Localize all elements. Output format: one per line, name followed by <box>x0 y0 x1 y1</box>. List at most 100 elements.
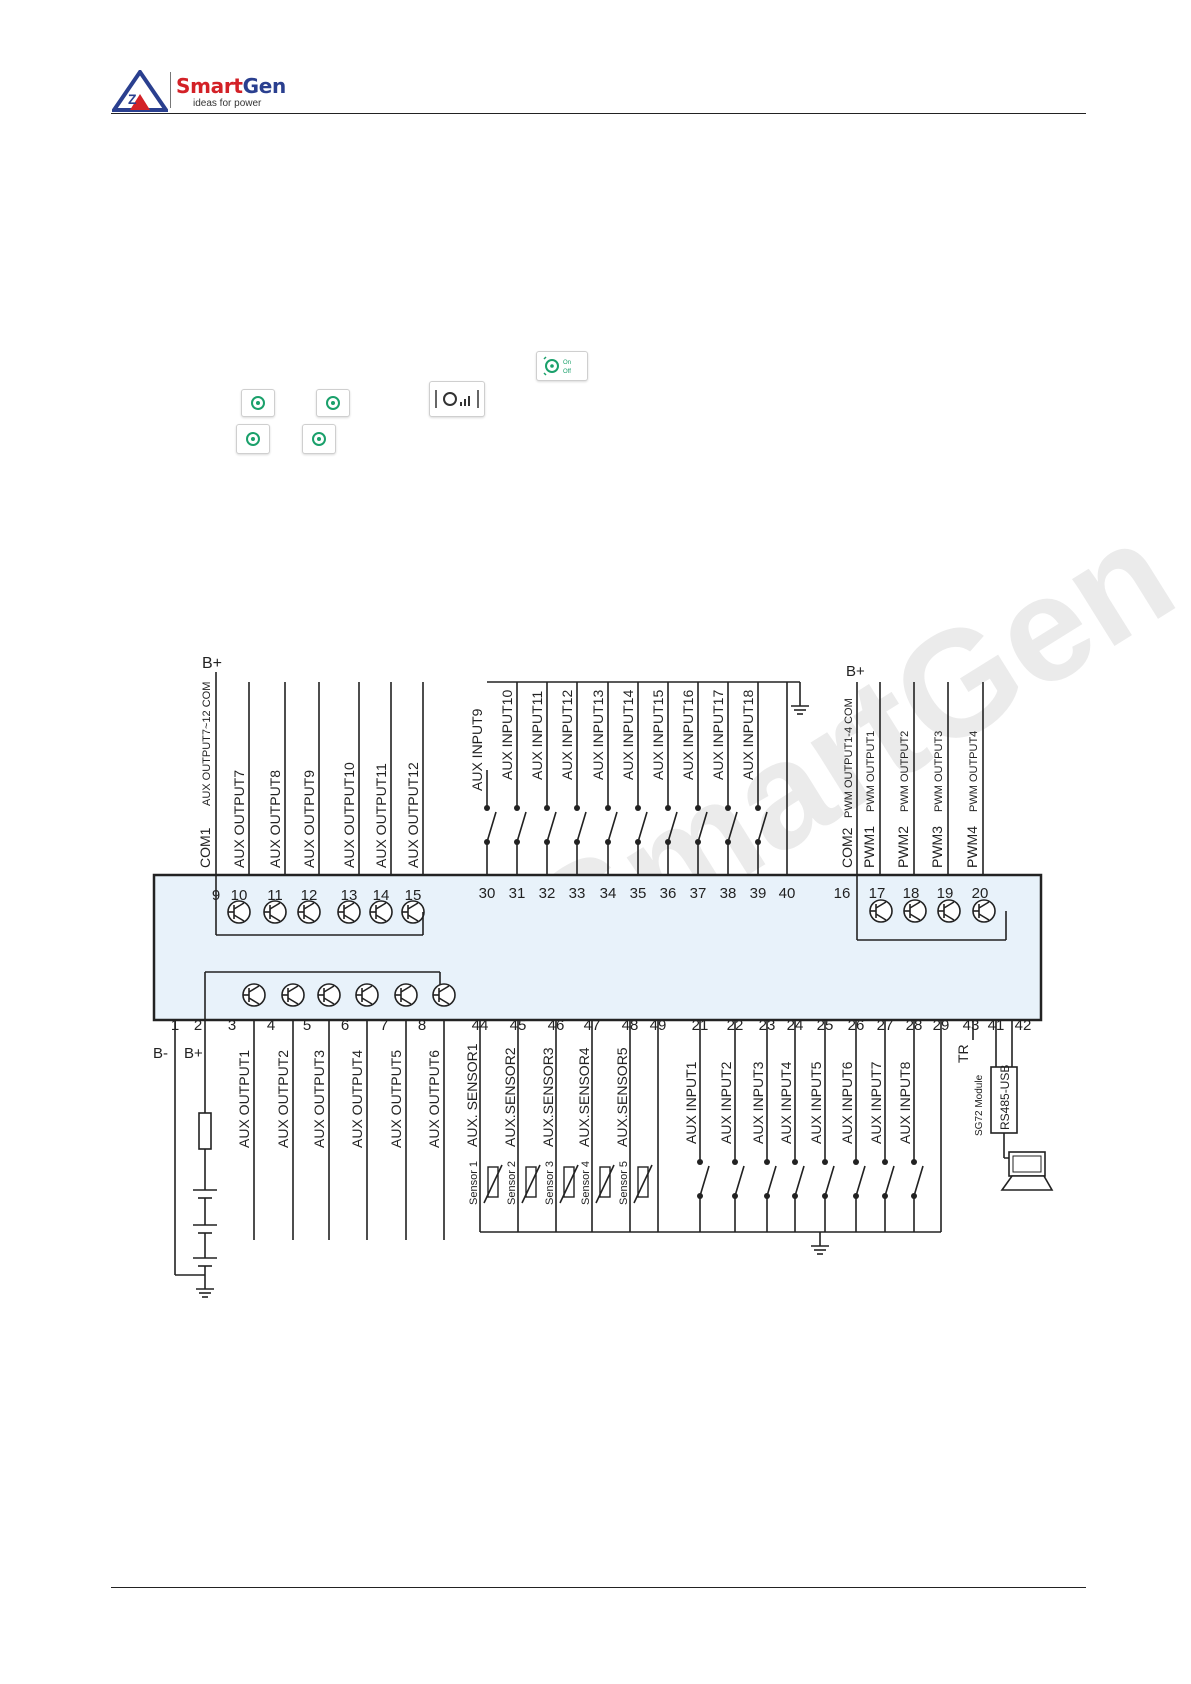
switch-contact <box>911 1159 917 1165</box>
switch-contact <box>755 805 761 811</box>
switch-contact <box>697 1159 703 1165</box>
switch-contact <box>665 805 671 811</box>
aux-sensor-label: AUX.SENSOR3 <box>540 1047 556 1147</box>
terminal-number: 14 <box>373 887 390 904</box>
svg-text:Z: Z <box>128 91 137 107</box>
transistor-collector <box>438 985 450 993</box>
transistor-emitter <box>233 914 245 922</box>
terminal-number: 15 <box>405 887 422 904</box>
transistor-emitter <box>269 914 281 922</box>
terminal-number: 35 <box>630 885 647 902</box>
switch-contact <box>514 805 520 811</box>
switch-contact <box>605 805 611 811</box>
input-switch <box>546 811 557 843</box>
aux-input-label: AUX INPUT12 <box>559 690 575 780</box>
fan-auto-manual-icon: On Off <box>536 351 588 381</box>
transistor-collector <box>400 985 412 993</box>
pwm-label: PWM4 <box>964 826 980 868</box>
transistor-emitter <box>343 914 355 922</box>
terminal-number: 9 <box>212 887 220 904</box>
input-switch <box>913 1165 924 1197</box>
brand-tagline: ideas for power <box>193 98 262 109</box>
brand-name: SmartGen <box>176 74 286 98</box>
aux-output-label: AUX OUTPUT7 <box>231 770 247 868</box>
terminal-number: 34 <box>600 885 617 902</box>
com2-label: COM2 <box>839 827 855 868</box>
transistor-collector <box>361 985 373 993</box>
fan-off-label: Off <box>563 369 571 375</box>
switch-contact <box>635 805 641 811</box>
transistor-emitter <box>943 913 955 921</box>
terminal-number: 3 <box>228 1017 236 1034</box>
laptop-keyboard <box>1000 1175 1054 1191</box>
logo-divider <box>170 72 171 108</box>
switch-contact <box>732 1159 738 1165</box>
terminal-number: 33 <box>569 885 586 902</box>
transistor-emitter <box>303 914 315 922</box>
sensor-tag: Sensor 2 <box>506 1161 518 1205</box>
input-switch <box>727 811 738 843</box>
fuse-symbol <box>198 1112 212 1150</box>
rs485-label: RS485-USB <box>998 1065 1012 1130</box>
input-switch <box>824 1165 835 1197</box>
aux-input-label: AUX INPUT10 <box>499 690 515 780</box>
sensor-resistor <box>563 1166 575 1198</box>
input-switch <box>884 1165 895 1197</box>
pwm-sub-label: PWM OUTPUT3 <box>933 731 945 812</box>
brand-smart: Smart <box>176 74 243 98</box>
switch-contact <box>725 805 731 811</box>
input-switch <box>667 811 678 843</box>
aux-input-label: AUX INPUT18 <box>740 690 756 780</box>
aux-input-label: AUX INPUT11 <box>529 691 545 780</box>
terminal-number: 7 <box>380 1017 388 1034</box>
transistor-collector <box>233 902 245 910</box>
sensor-tag: Sensor 5 <box>618 1161 630 1205</box>
aux-input-label: AUX INPUT7 <box>868 1061 884 1144</box>
header-rule <box>111 113 1086 114</box>
fan-icon-small <box>302 424 336 454</box>
aux-output-label: AUX OUTPUT5 <box>388 1050 404 1148</box>
aux-sensor-label: AUX.SENSOR2 <box>502 1047 518 1147</box>
aux-input-label: AUX INPUT8 <box>897 1061 913 1144</box>
sensor-tag: Sensor 1 <box>468 1161 480 1205</box>
fan-speed-icon <box>429 381 485 417</box>
transistor-emitter <box>978 913 990 921</box>
switch-contact <box>544 805 550 811</box>
aux-sensor-label: AUX.SENSOR5 <box>614 1047 630 1147</box>
terminal-number: 43 <box>963 1017 980 1034</box>
switch-contact <box>764 1159 770 1165</box>
transistor-collector <box>287 985 299 993</box>
fan-on-label: On <box>563 360 571 366</box>
aux-input-label: AUX INPUT3 <box>750 1061 766 1144</box>
com1-sub-label: AUX OUTPUT7~12 COM <box>201 682 213 806</box>
sensor-resistor <box>637 1166 649 1198</box>
aux-input-label: AUX INPUT9 <box>469 708 485 791</box>
transistor-collector <box>875 901 887 909</box>
pwm-sub-label: PWM OUTPUT4 <box>968 731 980 812</box>
terminal-number: 40 <box>779 885 796 902</box>
input-switch <box>516 811 527 843</box>
terminal-number: 12 <box>301 887 318 904</box>
input-switch <box>734 1165 745 1197</box>
switch-contact <box>822 1159 828 1165</box>
transistor-collector <box>248 985 260 993</box>
terminal-number: 8 <box>418 1017 426 1034</box>
aux-input-label: AUX INPUT6 <box>839 1061 855 1144</box>
footer-rule <box>111 1587 1086 1588</box>
transistor-collector <box>407 902 419 910</box>
transistor-collector <box>343 902 355 910</box>
transistor-collector <box>323 985 335 993</box>
transistor-emitter <box>875 913 887 921</box>
input-switch <box>699 1165 710 1197</box>
switch-contact <box>574 805 580 811</box>
terminal-number: 11 <box>267 887 283 904</box>
fan-icon-small <box>316 389 350 417</box>
sensor-arrow <box>559 1164 579 1204</box>
sensor-arrow <box>521 1164 541 1204</box>
aux-output-label: AUX OUTPUT1 <box>236 1050 252 1148</box>
transistor-collector <box>375 902 387 910</box>
aux-input-label: AUX INPUT13 <box>590 690 606 780</box>
smartgen-logo-icon: Z <box>112 70 168 112</box>
sensor-resistor <box>487 1166 499 1198</box>
